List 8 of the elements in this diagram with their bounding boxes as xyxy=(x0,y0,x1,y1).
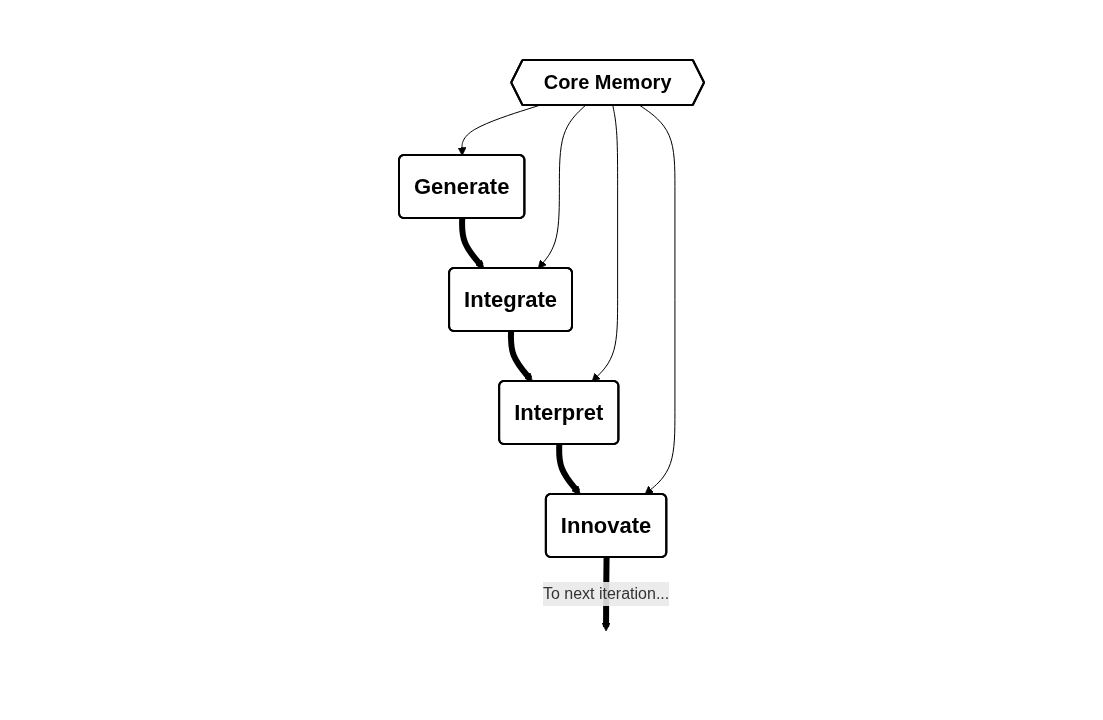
arrow xyxy=(457,104,540,156)
arrow xyxy=(507,330,533,382)
arrow xyxy=(591,104,619,382)
edge-label: To next iteration... xyxy=(542,584,670,602)
arrow xyxy=(537,104,586,269)
arrow xyxy=(556,443,581,495)
arrow xyxy=(459,217,485,269)
arrow xyxy=(639,104,676,495)
